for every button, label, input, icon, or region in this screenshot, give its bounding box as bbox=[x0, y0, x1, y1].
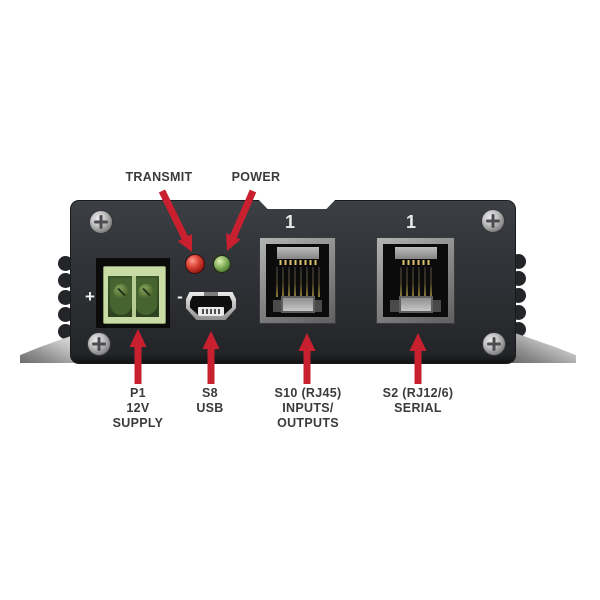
heatsink-fin bbox=[58, 324, 73, 339]
screw-icon bbox=[482, 332, 506, 356]
panel-bottom-shadow bbox=[71, 354, 515, 363]
terminal-screw-icon bbox=[138, 284, 154, 299]
rj12-port-s2 bbox=[376, 237, 455, 324]
power-terminal-p1 bbox=[96, 258, 170, 328]
callout-line: OUTPUTS bbox=[277, 416, 339, 430]
rj12-step bbox=[431, 300, 441, 312]
rj12-step bbox=[390, 300, 400, 312]
rj45-step bbox=[273, 300, 283, 312]
terminal-cavity bbox=[108, 276, 159, 317]
rj45-cavity bbox=[266, 244, 329, 317]
rj45-pins bbox=[275, 267, 320, 297]
heatsink-fin bbox=[58, 273, 73, 288]
usb-port-s8 bbox=[186, 292, 236, 320]
rj12-jack-body bbox=[394, 247, 437, 259]
callout-line: 12V bbox=[126, 401, 150, 415]
terminal-block bbox=[103, 266, 166, 324]
usb-tab bbox=[204, 292, 218, 296]
callout-line: INPUTS/ bbox=[282, 401, 334, 415]
terminal-chamber bbox=[110, 278, 132, 315]
rj12-contact-row bbox=[402, 260, 429, 265]
rj45-latch-slot bbox=[280, 296, 315, 313]
terminal-divider bbox=[131, 276, 136, 317]
callout-line: USB bbox=[196, 401, 224, 415]
panel-top-notch bbox=[255, 196, 339, 209]
callout-s8: S8 USB bbox=[155, 386, 265, 416]
callout-s10: S10 (RJ45) INPUTS/ OUTPUTS bbox=[253, 386, 363, 431]
callout-line: S8 bbox=[202, 386, 218, 400]
power-label: POWER bbox=[231, 170, 281, 184]
usb-contacts bbox=[198, 307, 224, 316]
rj45-step bbox=[312, 300, 322, 312]
rj12-pins bbox=[399, 267, 432, 297]
rj45-jack-body bbox=[276, 247, 319, 259]
s10-port-number: 1 bbox=[284, 212, 295, 232]
screw-icon bbox=[87, 332, 111, 356]
terminal-minus-label: - bbox=[177, 287, 183, 306]
rj12-latch-slot bbox=[398, 296, 433, 313]
terminal-chamber bbox=[135, 278, 157, 315]
callout-line: S10 (RJ45) bbox=[274, 386, 342, 400]
rj45-port-s10 bbox=[259, 237, 336, 324]
callout-p1: P1 12V SUPPLY bbox=[83, 386, 193, 431]
transmit-led bbox=[185, 254, 205, 274]
heatsink-fin bbox=[58, 256, 73, 271]
heatsink-fin bbox=[58, 307, 73, 322]
callout-line: SUPPLY bbox=[112, 416, 164, 430]
terminal-screw-icon bbox=[113, 284, 129, 299]
rj12-cavity bbox=[383, 244, 448, 317]
screw-icon bbox=[481, 209, 505, 233]
rj45-contact-row bbox=[279, 260, 316, 265]
s2-port-number: 1 bbox=[405, 212, 416, 232]
callout-s2: S2 (RJ12/6) SERIAL bbox=[363, 386, 473, 416]
terminal-plus-label: + bbox=[85, 287, 95, 306]
screw-icon bbox=[89, 210, 113, 234]
callout-line: S2 (RJ12/6) bbox=[382, 386, 454, 400]
transmit-label: TRANSMIT bbox=[125, 170, 193, 184]
heatsink-fin bbox=[58, 290, 73, 305]
power-led bbox=[213, 255, 231, 273]
callout-line: P1 bbox=[130, 386, 146, 400]
usb-cavity bbox=[190, 296, 232, 316]
callout-line: SERIAL bbox=[394, 401, 442, 415]
